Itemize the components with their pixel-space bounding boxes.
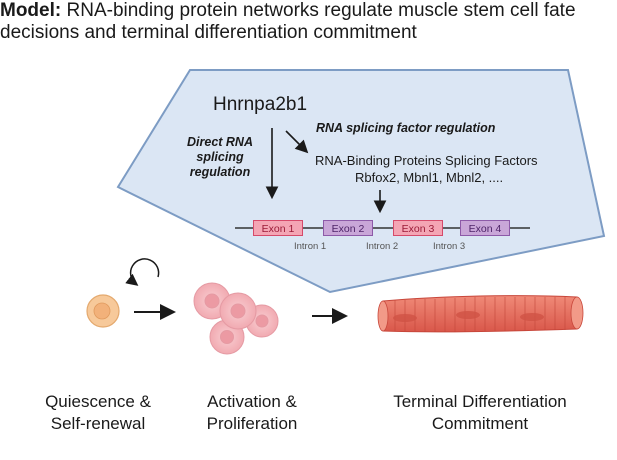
regulation-panel xyxy=(116,69,606,294)
splicing-factor-label: RNA splicing factor regulation xyxy=(316,121,496,135)
intron-3: Intron 3 xyxy=(433,241,466,252)
figure-title: Model: RNA-binding protein networks regu… xyxy=(0,0,610,44)
intron-1: Intron 1 xyxy=(294,241,327,252)
title-text: RNA-binding protein networks regulate mu… xyxy=(0,0,576,43)
exon-3: Exon 3 xyxy=(393,220,443,236)
stage-activation: Activation & Proliferation xyxy=(206,392,298,433)
intron-2: Intron 2 xyxy=(366,241,399,252)
direct-regulation-label: Direct RNA splicing regulation xyxy=(187,135,253,179)
self-renewal-circular-arrow-icon xyxy=(125,258,160,286)
myotube-icon xyxy=(377,295,584,333)
gene-name: Hnrnpa2b1 xyxy=(213,94,308,115)
proliferating-cells-icon xyxy=(193,282,279,355)
stage-quiescence: Quiescence & Self-renewal xyxy=(45,392,151,433)
title-prefix: Model: xyxy=(0,0,62,21)
stage-terminal: Terminal Differentiation Commitment xyxy=(393,392,567,433)
exon-1: Exon 1 xyxy=(253,220,303,236)
splicing-factors-list: Rbfox2, Mbnl1, Mbnl2, .... xyxy=(355,170,504,185)
stem-cell-icon xyxy=(86,294,120,328)
splicing-factors-title: RNA-Binding Proteins Splicing Factors xyxy=(315,153,538,168)
arrow-to-splicing-factors xyxy=(285,130,309,154)
exon-2: Exon 2 xyxy=(323,220,373,236)
exon-4: Exon 4 xyxy=(460,220,510,236)
